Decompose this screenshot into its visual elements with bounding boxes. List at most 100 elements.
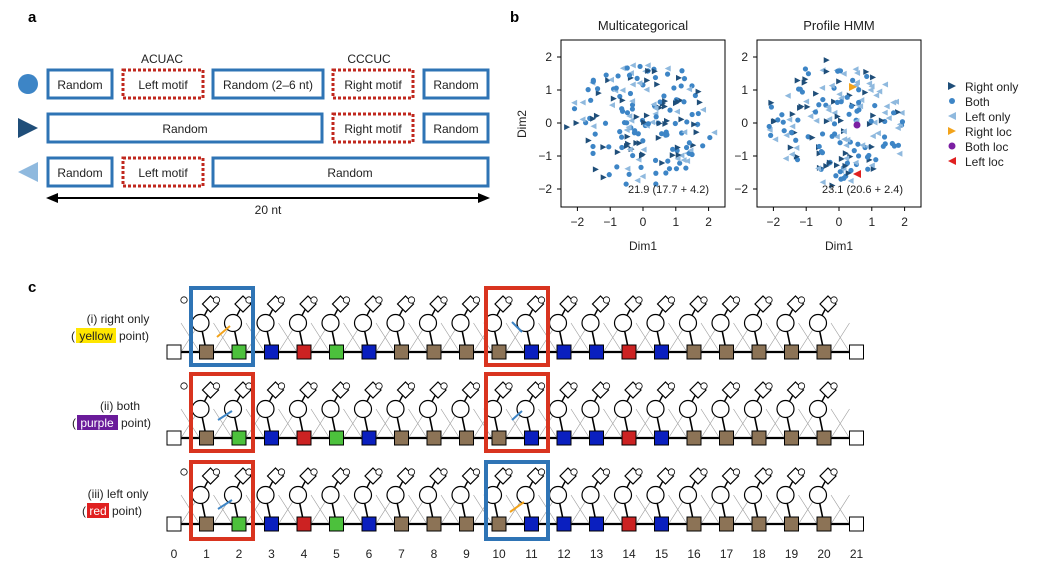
y-tick-label: 2 bbox=[545, 50, 552, 64]
transition-edge bbox=[245, 322, 265, 353]
match-state-square bbox=[751, 516, 767, 532]
left-only-point bbox=[815, 165, 822, 172]
insert-state-circle bbox=[743, 399, 763, 419]
both-point bbox=[799, 89, 805, 95]
both-point bbox=[844, 94, 850, 100]
left-only-point bbox=[876, 88, 883, 95]
match-state-square bbox=[459, 516, 474, 532]
both-point bbox=[629, 106, 636, 112]
left-only-point bbox=[635, 156, 642, 163]
both-point bbox=[768, 104, 775, 110]
left-only-point bbox=[868, 83, 875, 90]
insert-state-circle bbox=[711, 399, 730, 419]
insert-state-circle bbox=[418, 485, 438, 505]
right-only-point bbox=[592, 166, 599, 173]
x-tick-label: 0 bbox=[640, 215, 647, 229]
both-point bbox=[590, 150, 596, 156]
match-state-square bbox=[264, 430, 279, 446]
right-only-point bbox=[823, 118, 830, 125]
insert-state-circle bbox=[418, 399, 438, 419]
left-only-point bbox=[840, 128, 847, 135]
insert-state-circle bbox=[581, 399, 600, 419]
both-point bbox=[793, 137, 799, 143]
transition-edge bbox=[733, 322, 753, 353]
left-only-point bbox=[826, 116, 833, 123]
both-point bbox=[592, 131, 598, 137]
right-only-point bbox=[593, 112, 600, 119]
row-label-red-point: ( red point) bbox=[82, 503, 142, 518]
loop-icon bbox=[342, 468, 351, 476]
position-label: 2 bbox=[236, 547, 243, 561]
loop-icon bbox=[765, 382, 773, 390]
left-only-point bbox=[883, 103, 890, 110]
both-point bbox=[679, 68, 685, 74]
transition-edge bbox=[343, 322, 363, 353]
transition-edge bbox=[343, 408, 363, 439]
right-loc-marker-icon bbox=[948, 127, 956, 135]
insert-state-circle bbox=[711, 485, 730, 505]
left-plot-title: Multicategorical bbox=[598, 18, 688, 33]
both-point bbox=[624, 65, 630, 71]
loop-icon bbox=[440, 296, 448, 304]
transition-edge bbox=[408, 408, 428, 439]
transition-edge bbox=[310, 494, 330, 525]
legend-right-only: Right only bbox=[965, 80, 1018, 94]
both-point bbox=[657, 99, 663, 105]
right-only-point bbox=[624, 143, 631, 150]
right-only-point bbox=[664, 117, 671, 124]
right-only-point bbox=[797, 104, 804, 111]
match-state-square bbox=[621, 430, 637, 446]
position-label: 4 bbox=[301, 547, 308, 561]
both-point bbox=[653, 114, 659, 120]
right-only-point bbox=[870, 165, 877, 172]
loop-icon bbox=[732, 382, 741, 390]
loop-icon bbox=[797, 468, 806, 476]
both-point bbox=[684, 119, 690, 125]
both-point bbox=[626, 72, 633, 78]
left-only-point bbox=[673, 108, 680, 115]
both-point bbox=[805, 71, 812, 77]
both-point bbox=[833, 173, 839, 179]
random-box bbox=[422, 112, 490, 144]
position-label: 0 bbox=[171, 547, 178, 561]
loop-icon bbox=[602, 296, 611, 304]
loop-icon bbox=[472, 296, 481, 304]
transition-edge bbox=[408, 494, 428, 525]
insert-state-circle bbox=[613, 485, 633, 505]
insert-state-circle bbox=[191, 399, 210, 419]
both-point bbox=[678, 83, 684, 89]
left-only-point bbox=[789, 123, 796, 130]
left-only-point bbox=[882, 81, 889, 88]
match-state-square bbox=[426, 430, 442, 446]
both-point bbox=[868, 118, 874, 124]
both-point bbox=[629, 102, 636, 108]
both-point bbox=[617, 93, 623, 100]
match-state-square bbox=[426, 516, 442, 532]
left-only-point bbox=[684, 158, 691, 165]
left-only-point bbox=[579, 116, 586, 123]
position-label: 21 bbox=[850, 547, 864, 561]
left-only-point bbox=[681, 129, 688, 136]
loop-icon bbox=[505, 468, 513, 476]
insert-state-circle bbox=[516, 485, 535, 505]
match-state-square bbox=[296, 344, 312, 360]
left-only-point bbox=[571, 99, 578, 106]
highlight-swatch bbox=[77, 415, 118, 430]
insert-state-circle bbox=[646, 399, 665, 419]
both-point bbox=[882, 141, 888, 147]
insert-state-circle bbox=[808, 399, 828, 419]
match-state-square bbox=[459, 430, 474, 446]
right-only-point bbox=[675, 98, 682, 105]
left-only-point bbox=[784, 92, 791, 99]
frame-red bbox=[484, 286, 550, 367]
right-only-point bbox=[661, 103, 668, 110]
both-point bbox=[780, 119, 786, 125]
both-point bbox=[846, 111, 852, 117]
match-state-square bbox=[361, 516, 377, 532]
transition-edge bbox=[700, 408, 720, 439]
left-only-point bbox=[619, 65, 626, 72]
both-point bbox=[768, 132, 774, 138]
match-state-square bbox=[654, 430, 669, 446]
box-label: Left motif bbox=[138, 166, 188, 180]
both-point bbox=[571, 106, 578, 112]
